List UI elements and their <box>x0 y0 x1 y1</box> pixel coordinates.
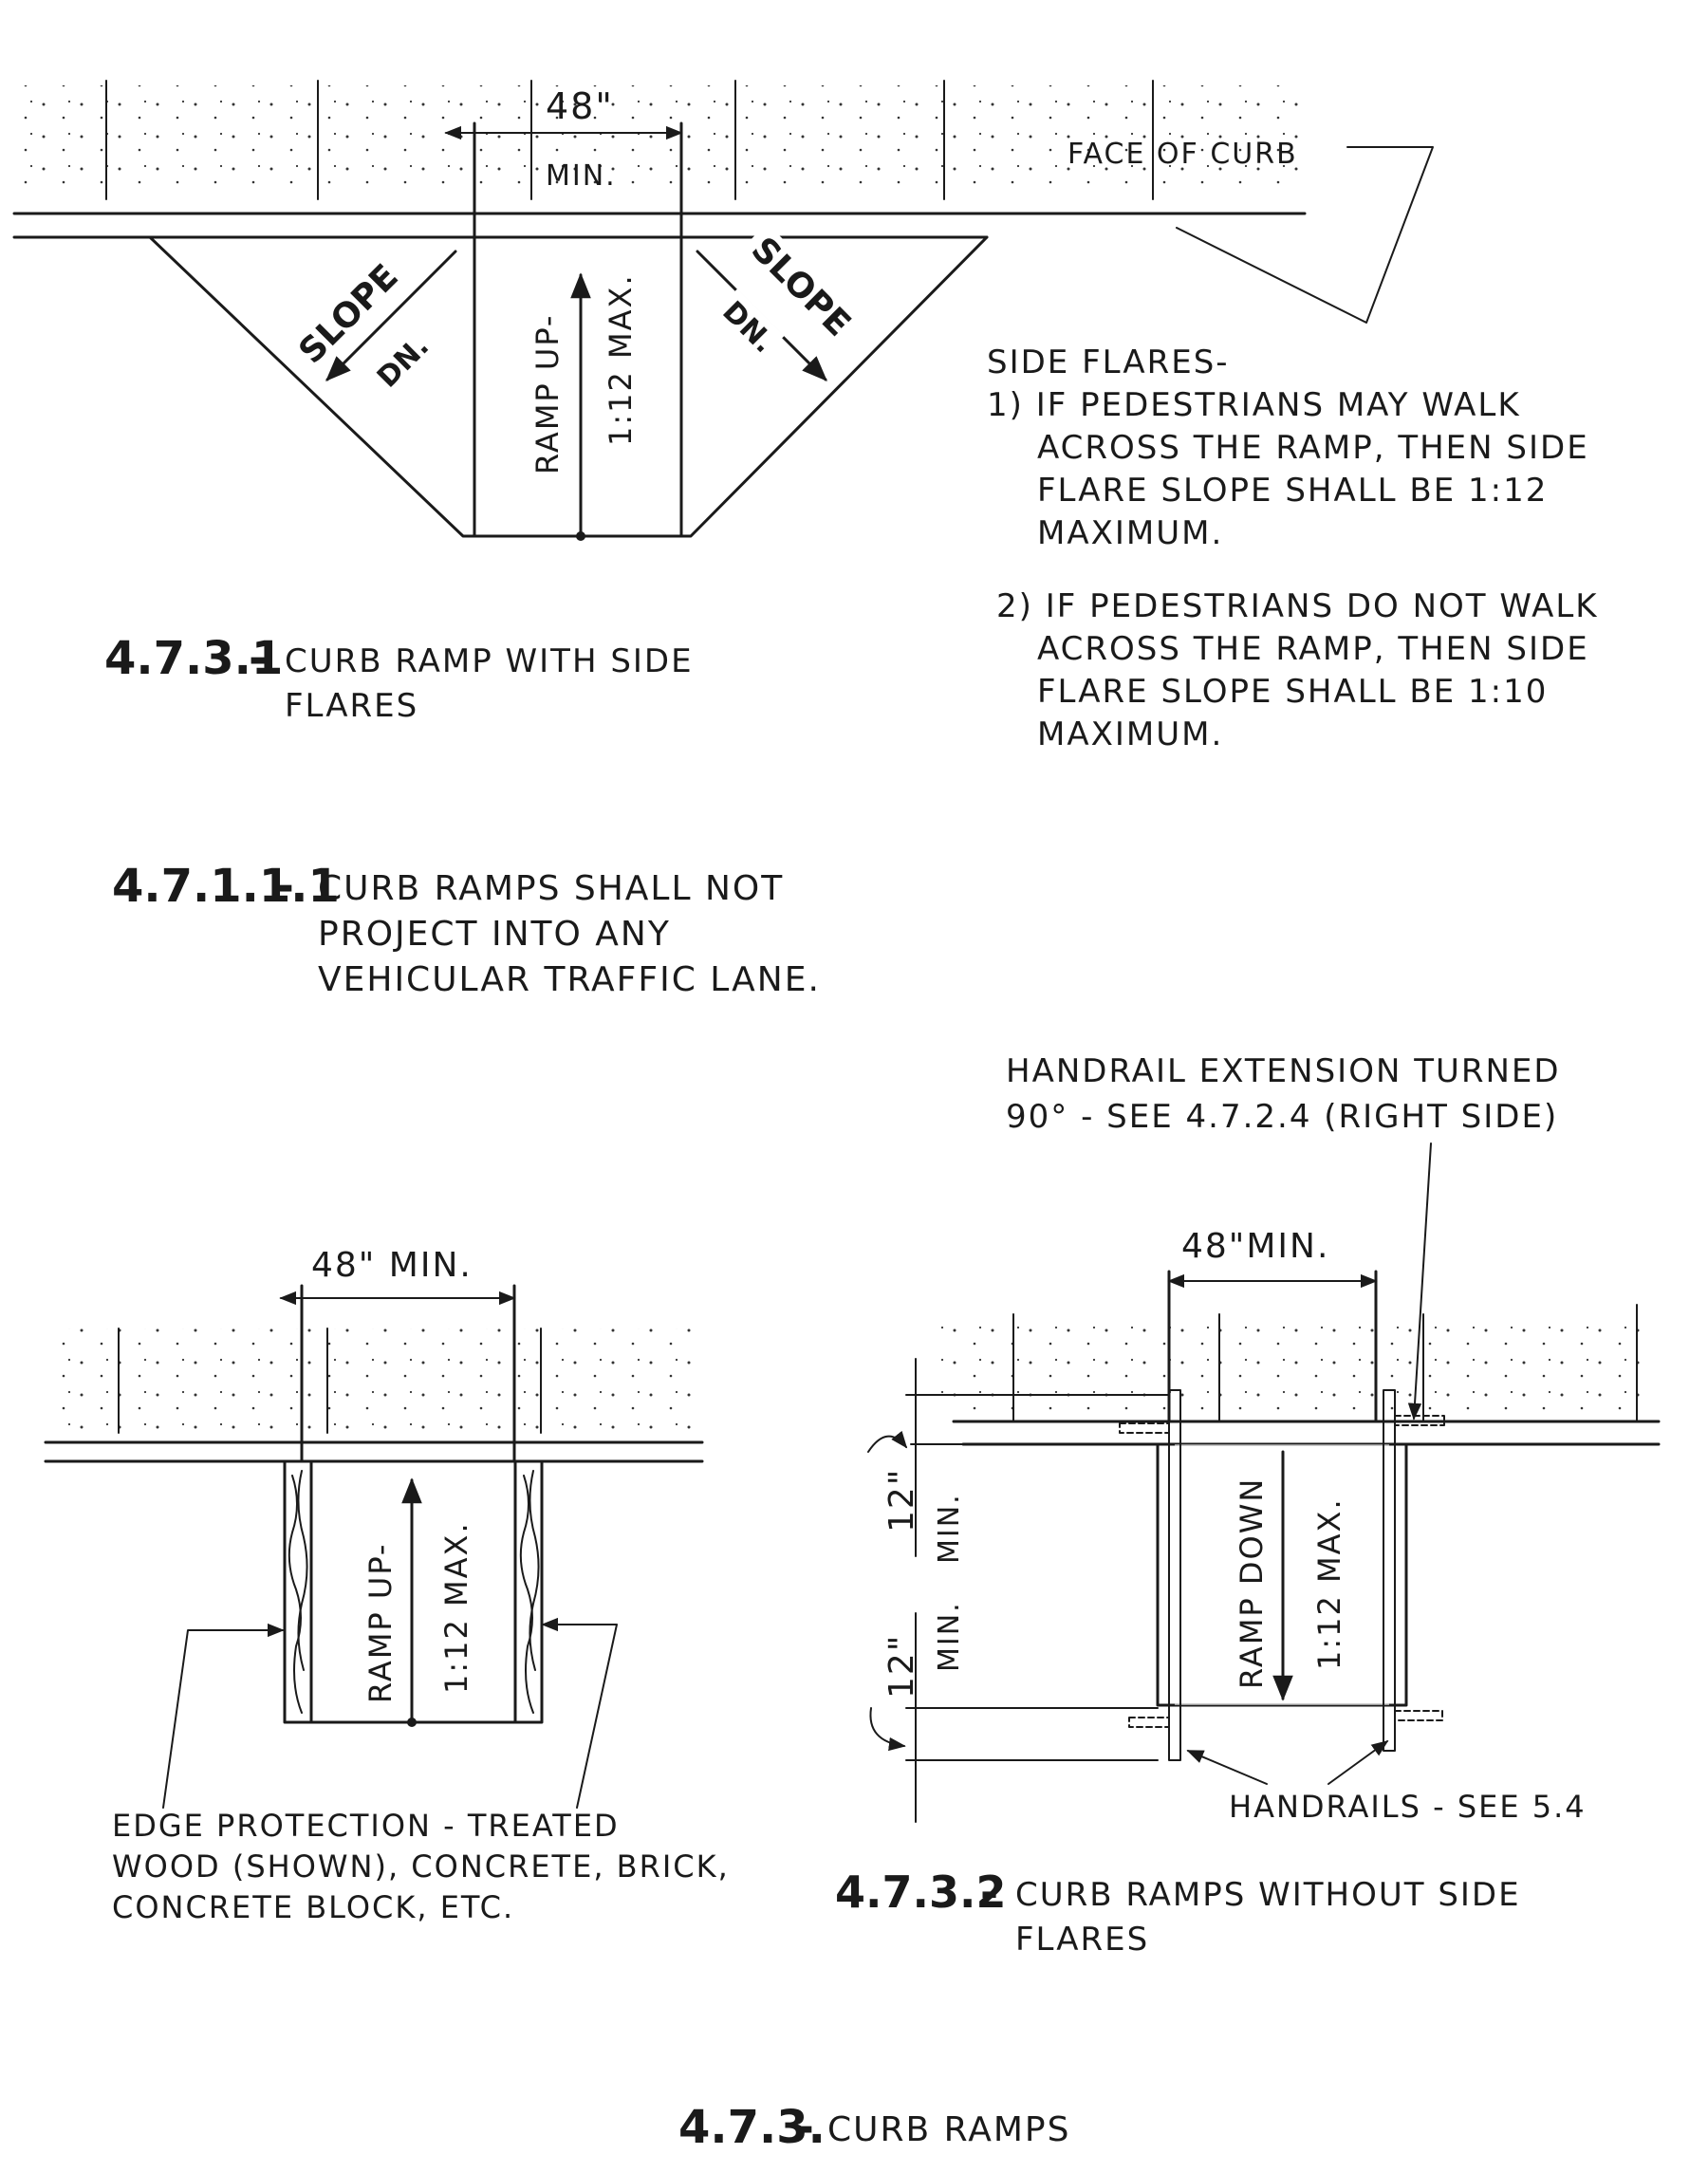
bl-right-wood-grain <box>519 1475 534 1714</box>
face-of-curb-leader <box>1176 146 1434 324</box>
br-bottom-stub-right <box>1394 1710 1443 1721</box>
rule-note-number: 4.7.1.1.1 <box>112 860 340 913</box>
bl-ramp-slope-label: 1:12 MAX. <box>438 1521 474 1694</box>
bl-sidewalk-stipple <box>47 1328 702 1433</box>
ramp-arrow-origin <box>576 531 585 541</box>
figure-title-number: 4.7.3. <box>678 2101 826 2154</box>
bl-edge-note-line2: WOOD (SHOWN), CONCRETE, BRICK, <box>112 1848 730 1885</box>
br-top-stub-left <box>1119 1422 1170 1434</box>
figure-title: 4.7.3. - CURB RAMPS <box>678 2101 1070 2154</box>
figure-title-text: CURB RAMPS <box>827 2110 1070 2149</box>
br-handrail-right <box>1383 1389 1396 1752</box>
dim-min: MIN. <box>546 159 617 193</box>
br-handrail-ext-line1: HANDRAIL EXTENSION TURNED <box>1006 1052 1561 1090</box>
caption-4731-line2: FLARES <box>285 687 418 725</box>
bl-left-wood-edge <box>283 1459 313 1724</box>
side-flares-item1-line1: 1) IF PEDESTRIANS MAY WALK <box>987 386 1521 424</box>
br-bottom-stub-left <box>1128 1717 1170 1728</box>
bl-edge-note-line1: EDGE PROTECTION - TREATED <box>112 1808 620 1844</box>
br-ramp-down-label: RAMP DOWN <box>1234 1477 1270 1689</box>
br-handrail-left <box>1168 1389 1181 1761</box>
diagram-bottom-left: 48" MIN. RAMP UP- 1:12 MAX. EDGE PROTECT… <box>44 1246 730 1925</box>
caption-4732-dash: - <box>980 1867 998 1918</box>
side-flares-item1-line3: FLARE SLOPE SHALL BE 1:12 <box>1037 472 1548 510</box>
caption-4732-number: 4.7.3.2 <box>835 1867 1006 1918</box>
br-top-stub-right <box>1394 1415 1445 1426</box>
side-flares-item1-line2: ACROSS THE RAMP, THEN SIDE <box>1037 429 1589 467</box>
caption-4731-dash: - <box>249 632 268 685</box>
bl-sidewalk-joints <box>118 1328 542 1434</box>
bl-right-wood-edge <box>513 1459 544 1724</box>
bl-ramp-arrow-origin <box>407 1718 417 1727</box>
br-ext-curl-bottom <box>869 1707 906 1752</box>
caption-4731-number: 4.7.3.1 <box>104 632 283 685</box>
diagram-bottom-right: HANDRAIL EXTENSION TURNED 90° - SEE 4.7.… <box>835 1052 1661 1959</box>
bl-dim-label: 48" MIN. <box>311 1246 473 1285</box>
bl-left-wood-grain-2 <box>297 1470 308 1671</box>
rule-note-line2: PROJECT INTO ANY <box>318 915 671 954</box>
br-ext-bottom-min: MIN. <box>933 1601 966 1672</box>
br-handrails-leader-left <box>1186 1750 1268 1785</box>
br-ext-top-min: MIN. <box>933 1493 966 1564</box>
side-flares-note: SIDE FLARES- 1) IF PEDESTRIANS MAY WALK … <box>987 344 1599 753</box>
caption-4731-line1: CURB RAMP WITH SIDE <box>285 642 694 680</box>
rule-note-line1: CURB RAMPS SHALL NOT <box>318 869 784 908</box>
br-ext-top-value: 12" <box>882 1468 921 1532</box>
br-handrails-leader-right <box>1327 1739 1389 1785</box>
dim-value: 48" <box>546 85 614 127</box>
bl-edge-leader-right <box>541 1617 618 1809</box>
ramp-up-label: RAMP UP- <box>529 314 566 474</box>
bl-right-wood-grain-2 <box>529 1470 540 1671</box>
br-ext-curl-top <box>867 1430 908 1453</box>
br-dim-label: 48"MIN. <box>1181 1227 1329 1266</box>
side-flares-item2-line4: MAXIMUM. <box>1037 715 1223 753</box>
br-ext-bottom-value: 12" <box>882 1634 921 1699</box>
ramp-slope-label: 1:12 MAX. <box>603 273 639 446</box>
br-ramp-slope-label: 1:12 MAX. <box>1311 1497 1347 1670</box>
ramp-body <box>473 235 683 538</box>
caption-4732-line1: CURB RAMPS WITHOUT SIDE <box>1015 1876 1521 1914</box>
rule-note-line3: VEHICULAR TRAFFIC LANE. <box>318 960 821 999</box>
br-handrails-note: HANDRAILS - SEE 5.4 <box>1229 1789 1587 1825</box>
side-flares-heading: SIDE FLARES- <box>987 344 1230 381</box>
bl-left-wood-grain <box>288 1475 303 1714</box>
diagram-top-curb-ramp-with-flares: 48" MIN. FACE OF CURB RAMP UP- 1:12 MAX.… <box>12 80 1434 725</box>
left-flare-arrow <box>325 250 457 381</box>
face-of-curb-label: FACE OF CURB <box>1068 138 1298 171</box>
sidewalk-joints <box>105 80 1154 200</box>
br-sidewalk-joints <box>1012 1304 1638 1422</box>
bl-edge-leader-left <box>162 1623 285 1809</box>
bl-ramp-up-label: RAMP UP- <box>362 1543 399 1703</box>
br-sidewalk-stipple <box>939 1319 1651 1421</box>
side-flares-item1-line4: MAXIMUM. <box>1037 514 1223 552</box>
rule-note-47111: 4.7.1.1.1 - CURB RAMPS SHALL NOT PROJECT… <box>112 860 821 999</box>
br-handrail-ext-line2: 90° - SEE 4.7.2.4 (RIGHT SIDE) <box>1006 1098 1558 1136</box>
figure-title-dash: - <box>795 2101 814 2154</box>
caption-4732-line2: FLARES <box>1015 1921 1149 1959</box>
rule-note-dash: - <box>275 860 294 913</box>
bl-edge-note-line3: CONCRETE BLOCK, ETC. <box>112 1889 514 1925</box>
side-flares-item2-line3: FLARE SLOPE SHALL BE 1:10 <box>1037 673 1548 711</box>
side-flares-item2-line1: 2) IF PEDESTRIANS DO NOT WALK <box>996 587 1599 625</box>
side-flares-item2-line2: ACROSS THE RAMP, THEN SIDE <box>1037 630 1589 668</box>
